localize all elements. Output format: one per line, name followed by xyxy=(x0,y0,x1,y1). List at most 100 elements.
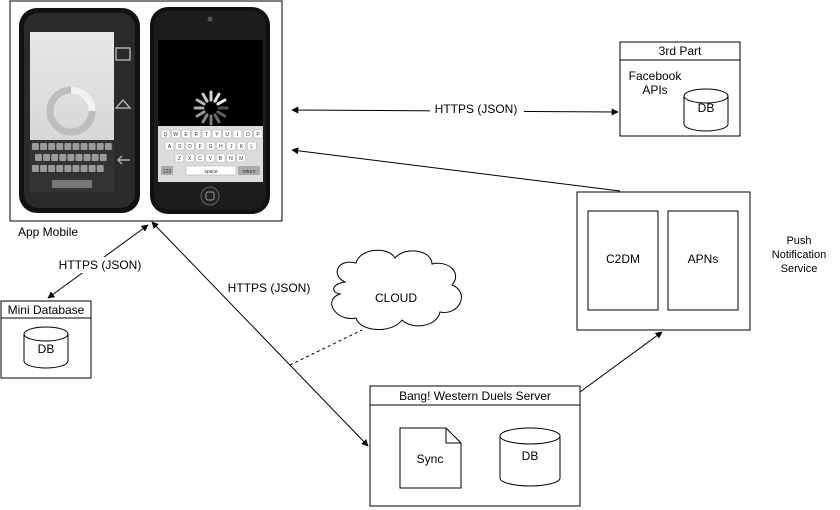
key-label: B xyxy=(219,156,223,162)
push-to-app-connector xyxy=(291,147,621,192)
third-party-db-label: DB xyxy=(698,101,715,115)
mini-database-db-icon: DB xyxy=(23,326,69,369)
key xyxy=(88,165,96,172)
key xyxy=(40,165,47,172)
key xyxy=(181,129,191,139)
key-label: Z xyxy=(178,156,181,162)
key xyxy=(88,143,96,150)
app-to-server-connector xyxy=(151,221,369,447)
key-label: E xyxy=(184,132,188,138)
key xyxy=(216,141,226,151)
key xyxy=(215,153,226,163)
key-label: L xyxy=(250,144,253,150)
key xyxy=(64,165,72,172)
https-mini-label: HTTPS (JSON) xyxy=(59,258,142,272)
key xyxy=(171,129,181,139)
key-label: M xyxy=(239,156,243,162)
key-label: O xyxy=(246,132,250,138)
key xyxy=(75,154,83,161)
key xyxy=(226,141,236,151)
key-label: T xyxy=(205,132,208,138)
key xyxy=(205,141,216,151)
key xyxy=(72,143,80,150)
loading-spinner-icon xyxy=(193,90,229,126)
key xyxy=(96,143,104,150)
num-key-label: 123 xyxy=(163,169,172,175)
key-label: F xyxy=(199,144,202,150)
key-label: A xyxy=(168,144,172,150)
key-label: D xyxy=(188,144,192,150)
key xyxy=(80,165,88,172)
key xyxy=(222,129,232,139)
key xyxy=(226,153,236,163)
key-label: Q xyxy=(163,132,167,138)
c2dm-box xyxy=(587,210,659,311)
server-db-icon: DB xyxy=(499,427,561,487)
server-to-push-connector xyxy=(579,331,663,393)
server-node: Bang! Western Duels Server Sync DB xyxy=(369,385,581,507)
spinner-spoke xyxy=(195,110,206,118)
key xyxy=(59,154,67,161)
key-label: I xyxy=(237,132,238,138)
key xyxy=(32,143,39,150)
key-label: N xyxy=(229,156,233,162)
key xyxy=(174,153,185,163)
key xyxy=(236,153,246,163)
push-service-label-line1: Push xyxy=(786,235,811,247)
key xyxy=(99,154,107,161)
facebook-apis-label-line1: Facebook xyxy=(629,69,683,83)
key-label: U xyxy=(225,132,229,138)
spinner-spoke xyxy=(201,113,209,124)
key-label: K xyxy=(240,144,244,150)
key-label: S xyxy=(178,144,182,150)
key xyxy=(40,143,47,150)
spinner-spoke xyxy=(201,92,209,103)
key xyxy=(80,143,88,150)
key xyxy=(253,129,263,139)
key-label: G xyxy=(209,144,213,150)
push-service-label-line2: Notification xyxy=(772,249,826,261)
key xyxy=(212,129,222,139)
third-party-node: 3rd Part Facebook APIs DB xyxy=(619,41,741,137)
push-notification-node: C2DM APNs Push Notification Service xyxy=(576,191,826,331)
facebook-apis-label-line2: APIs xyxy=(642,83,667,97)
mini-database-title: Mini Database xyxy=(8,303,85,317)
server-db-label: DB xyxy=(522,449,539,463)
mini-database-db-label: DB xyxy=(38,342,55,356)
key-label: Y xyxy=(215,132,219,138)
key xyxy=(32,165,39,172)
android-keyboard xyxy=(32,143,112,172)
key-label: C xyxy=(198,156,202,162)
key xyxy=(96,165,104,172)
server-title: Bang! Western Duels Server xyxy=(399,389,551,403)
key-label: X xyxy=(188,156,192,162)
spinner-spoke xyxy=(216,98,227,106)
spinner-spoke xyxy=(216,110,227,118)
key xyxy=(91,154,99,161)
key xyxy=(164,141,175,151)
key xyxy=(43,154,50,161)
key xyxy=(205,153,215,163)
key-label: V xyxy=(209,156,213,162)
apns-box xyxy=(667,210,739,311)
key xyxy=(191,129,201,139)
key xyxy=(35,154,42,161)
key xyxy=(104,143,112,150)
key xyxy=(56,165,64,172)
cloud-dashed-connector xyxy=(289,329,363,366)
sync-label: Sync xyxy=(417,452,444,466)
key-label: R xyxy=(194,132,198,138)
key xyxy=(236,141,247,151)
https-top-label: HTTPS (JSON) xyxy=(435,102,518,116)
key xyxy=(185,153,195,163)
cloud-node: CLOUD xyxy=(331,249,462,330)
key xyxy=(48,143,56,150)
https-mini-label-bg xyxy=(56,257,144,273)
https-top-label-bg xyxy=(430,101,524,117)
key xyxy=(185,141,195,151)
spinner-spoke xyxy=(213,113,221,124)
